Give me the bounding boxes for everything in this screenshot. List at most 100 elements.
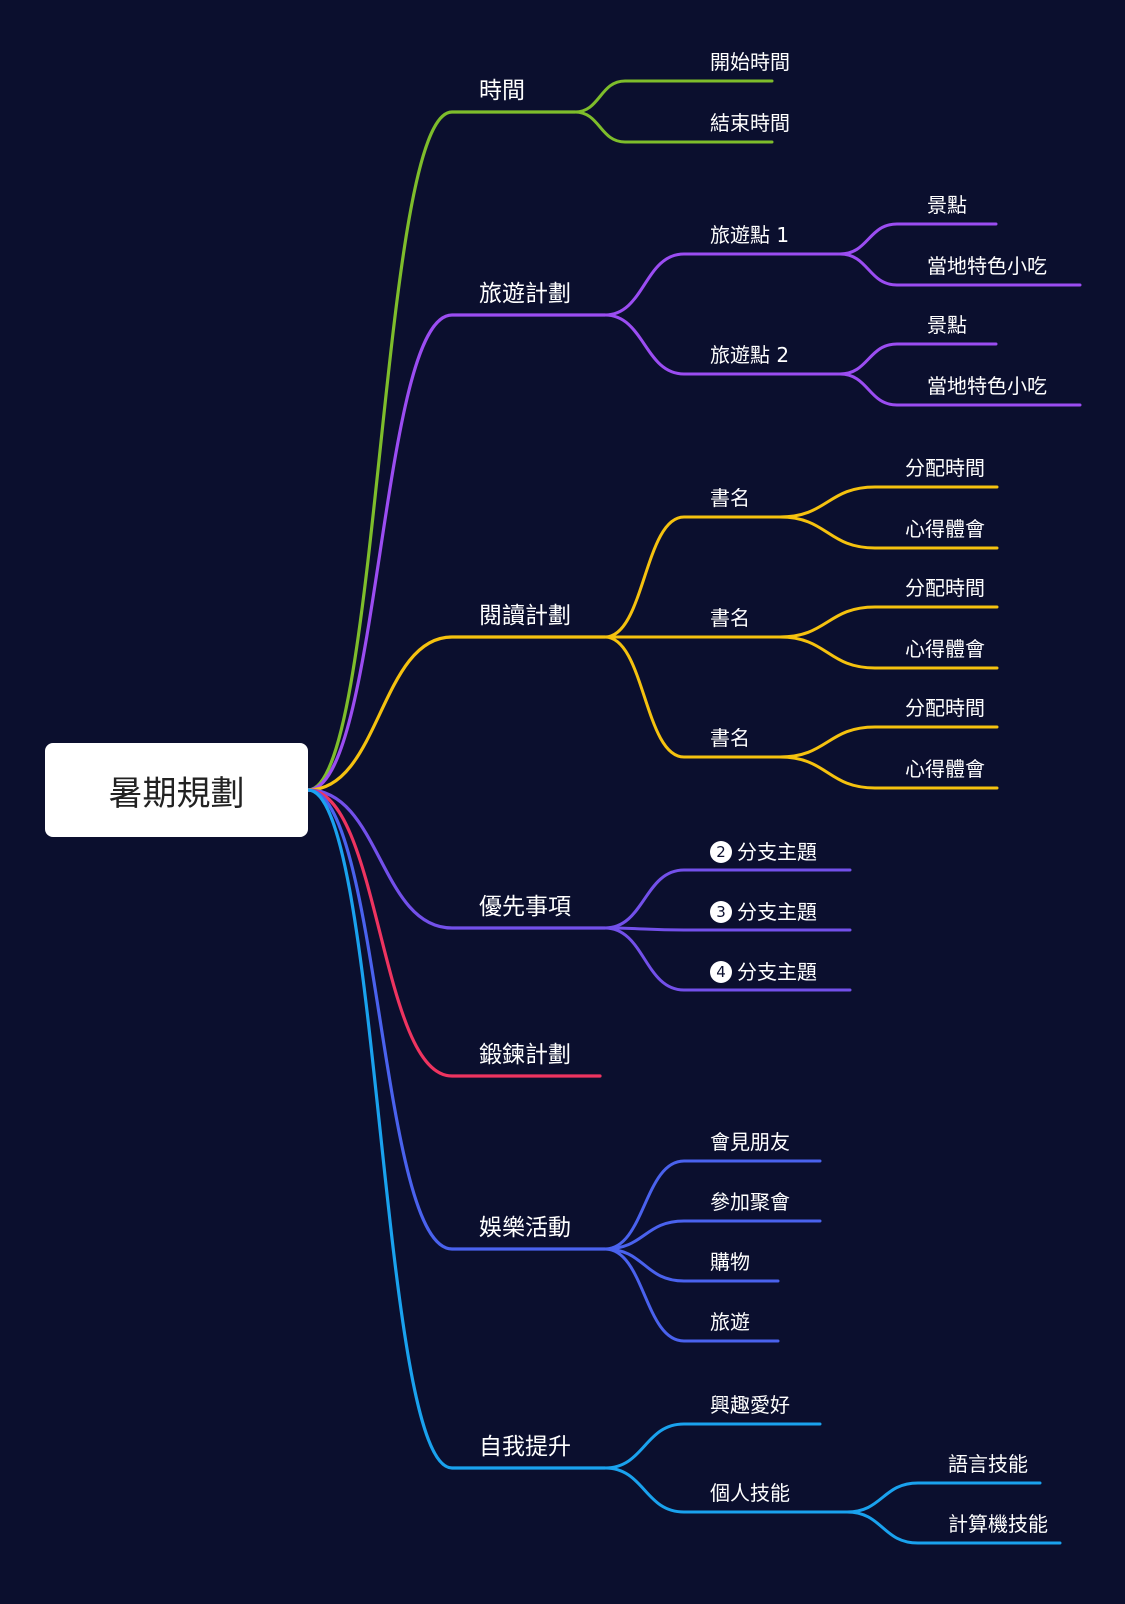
node-text: 書名 [710, 486, 750, 510]
subtopic-node[interactable]: 結束時間 [710, 113, 790, 133]
detail-connector [778, 605, 999, 639]
node-text: 旅遊 [710, 1310, 750, 1334]
branch-connector [306, 313, 607, 792]
node-text: 計算機技能 [948, 1512, 1048, 1536]
detail-node[interactable]: 分配時間 [905, 458, 985, 478]
detail-node[interactable]: 景點 [927, 315, 967, 335]
node-text: 旅遊計劃 [479, 281, 571, 307]
subtopic-connector [603, 252, 842, 317]
branch-node[interactable]: 閱讀計劃 [479, 605, 571, 628]
subtopic-node[interactable]: 購物 [710, 1252, 750, 1272]
subtopic-node[interactable]: 旅遊 [710, 1312, 750, 1332]
subtopic-node[interactable]: 旅遊點 1 [710, 225, 789, 245]
branch-connector [306, 788, 607, 1470]
number-badge-icon: 3 [710, 901, 732, 923]
branch-node[interactable]: 自我提升 [479, 1436, 571, 1459]
subtopic-connector [603, 1247, 780, 1283]
branch-connector [306, 788, 607, 930]
node-text: 景點 [927, 313, 967, 337]
detail-node[interactable]: 語言技能 [948, 1454, 1028, 1474]
node-text: 當地特色小吃 [927, 374, 1047, 398]
branch-connector [306, 788, 607, 1251]
node-text: 旅遊點 1 [710, 223, 790, 247]
subtopic-node[interactable]: 興趣愛好 [710, 1395, 790, 1415]
detail-node[interactable]: 計算機技能 [948, 1514, 1048, 1534]
node-text: 參加聚會 [710, 1190, 790, 1214]
node-text: 分支主題 [737, 960, 817, 984]
subtopic-connector [603, 1247, 780, 1343]
detail-connector [778, 725, 999, 759]
node-text: 興趣愛好 [710, 1393, 790, 1417]
number-badge-icon: 2 [710, 841, 732, 863]
detail-node[interactable]: 景點 [927, 195, 967, 215]
subtopic-connector [573, 79, 774, 114]
node-text: 心得體會 [905, 517, 985, 541]
detail-node[interactable]: 當地特色小吃 [927, 376, 1047, 396]
node-text: 當地特色小吃 [927, 254, 1047, 278]
subtopic-node[interactable]: 旅遊點 2 [710, 345, 789, 365]
root-node[interactable]: 暑期規劃 [45, 743, 308, 837]
node-text: 書名 [710, 606, 750, 630]
detail-node[interactable]: 心得體會 [905, 519, 985, 539]
node-text: 旅遊點 2 [710, 343, 790, 367]
node-text: 結束時間 [710, 111, 790, 135]
node-text: 時間 [479, 78, 525, 104]
subtopic-connector [603, 635, 782, 759]
node-text: 分配時間 [905, 696, 985, 720]
detail-node[interactable]: 分配時間 [905, 578, 985, 598]
detail-connector [845, 1510, 1062, 1545]
node-text: 娛樂活動 [479, 1215, 571, 1241]
node-text: 個人技能 [710, 1481, 790, 1505]
node-text: 語言技能 [948, 1452, 1028, 1476]
subtopic-node[interactable]: 參加聚會 [710, 1192, 790, 1212]
node-text: 優先事項 [479, 894, 571, 920]
detail-connector [838, 342, 998, 376]
node-text: 購物 [710, 1250, 750, 1274]
subtopic-connector [603, 926, 852, 992]
node-text: 分支主題 [737, 840, 817, 864]
detail-node[interactable]: 分配時間 [905, 698, 985, 718]
branch-node[interactable]: 時間 [479, 80, 525, 103]
node-text: 會見朋友 [710, 1130, 790, 1154]
subtopic-connector [603, 926, 852, 932]
node-text: 鍛鍊計劃 [479, 1042, 571, 1068]
detail-node[interactable]: 心得體會 [905, 639, 985, 659]
detail-node[interactable]: 當地特色小吃 [927, 256, 1047, 276]
subtopic-node[interactable]: 書名 [710, 488, 750, 508]
subtopic-connector [603, 313, 842, 376]
number-badge-icon: 4 [710, 961, 732, 983]
detail-connector [838, 372, 1082, 407]
node-text: 開始時間 [710, 50, 790, 74]
subtopic-connector [573, 110, 774, 144]
detail-connector [778, 485, 999, 519]
subtopic-node[interactable]: 會見朋友 [710, 1132, 790, 1152]
node-text: 分支主題 [737, 900, 817, 924]
subtopic-node[interactable]: 書名 [710, 608, 750, 628]
subtopic-connector [603, 1159, 822, 1251]
root-label: 暑期規劃 [108, 773, 245, 814]
node-text: 閱讀計劃 [479, 603, 571, 629]
branch-node[interactable]: 鍛鍊計劃 [479, 1044, 571, 1067]
branch-connector [306, 635, 607, 792]
detail-connector [778, 635, 999, 670]
subtopic-node[interactable]: 開始時間 [710, 52, 790, 72]
branch-node[interactable]: 優先事項 [479, 896, 571, 919]
detail-connector [838, 222, 998, 256]
node-text: 自我提升 [479, 1434, 571, 1460]
subtopic-node[interactable]: 個人技能 [710, 1483, 790, 1503]
node-text: 分配時間 [905, 456, 985, 480]
subtopic-connector [603, 1219, 822, 1251]
subtopic-node[interactable]: 書名 [710, 728, 750, 748]
detail-node[interactable]: 心得體會 [905, 759, 985, 779]
subtopic-connector [603, 1422, 822, 1470]
subtopic-connector [603, 868, 852, 930]
branch-connector [306, 788, 602, 1078]
branch-node[interactable]: 娛樂活動 [479, 1217, 571, 1240]
branch-node[interactable]: 旅遊計劃 [479, 283, 571, 306]
subtopic-connector [603, 515, 782, 639]
